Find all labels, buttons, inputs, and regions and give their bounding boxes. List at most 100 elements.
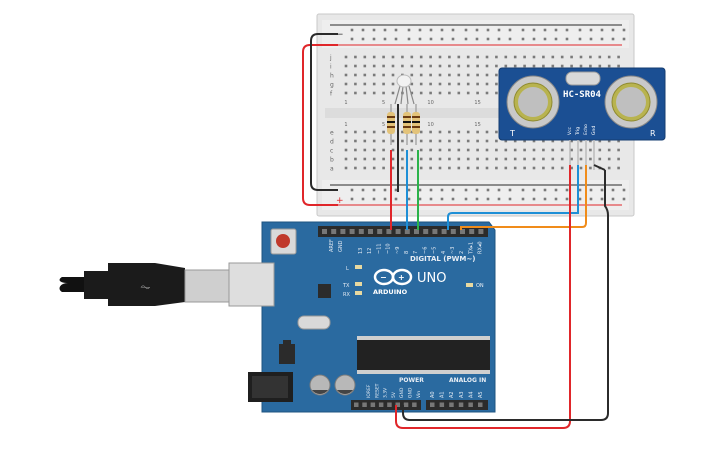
breadboard-hole[interactable] [579, 139, 583, 143]
breadboard-hole[interactable] [485, 91, 489, 95]
header-pin[interactable] [368, 229, 373, 234]
breadboard-hole[interactable] [401, 157, 404, 161]
breadboard-hole[interactable] [466, 91, 470, 95]
breadboard-hole[interactable] [570, 148, 573, 152]
breadboard-hole[interactable] [560, 166, 564, 170]
breadboard-hole[interactable] [560, 157, 564, 161]
rail-hole[interactable] [383, 188, 387, 192]
breadboard-hole[interactable] [438, 166, 442, 170]
breadboard-hole[interactable] [542, 55, 545, 59]
breadboard-hole[interactable] [410, 55, 414, 59]
breadboard-hole[interactable] [419, 82, 423, 86]
header-pin[interactable] [378, 402, 384, 408]
breadboard-hole[interactable] [401, 55, 404, 59]
breadboard-hole[interactable] [344, 130, 348, 134]
breadboard-hole[interactable] [476, 64, 479, 68]
rail-hole[interactable] [600, 188, 604, 192]
breadboard-hole[interactable] [372, 130, 376, 134]
breadboard-hole[interactable] [589, 166, 592, 170]
breadboard-hole[interactable] [466, 166, 470, 170]
breadboard-hole[interactable] [617, 148, 620, 152]
breadboard-hole[interactable] [589, 157, 592, 161]
breadboard-hole[interactable] [401, 64, 404, 68]
rail-hole[interactable] [565, 188, 569, 192]
rail-hole[interactable] [497, 28, 501, 32]
breadboard-hole[interactable] [542, 64, 545, 68]
rail-hole[interactable] [418, 28, 422, 32]
breadboard-hole[interactable] [457, 73, 461, 77]
breadboard-hole[interactable] [354, 139, 357, 143]
breadboard-hole[interactable] [607, 139, 611, 143]
rail-hole[interactable] [611, 37, 615, 41]
resistor-1[interactable] [387, 104, 395, 145]
breadboard-hole[interactable] [419, 166, 423, 170]
rail-hole[interactable] [429, 197, 433, 201]
header-pin[interactable] [395, 402, 401, 408]
header-pin[interactable] [414, 229, 419, 234]
breadboard-hole[interactable] [495, 82, 498, 86]
header-pin[interactable] [322, 229, 327, 234]
rail-hole[interactable] [589, 197, 593, 201]
breadboard-hole[interactable] [457, 166, 461, 170]
rail-hole[interactable] [464, 28, 468, 32]
rail-hole[interactable] [372, 197, 376, 201]
rail-hole[interactable] [589, 28, 593, 32]
rail-hole[interactable] [429, 28, 433, 32]
rail-hole[interactable] [532, 28, 536, 32]
breadboard-hole[interactable] [448, 166, 451, 170]
breadboard-hole[interactable] [363, 64, 367, 68]
breadboard-hole[interactable] [485, 166, 489, 170]
rail-hole[interactable] [497, 37, 501, 41]
rail-hole[interactable] [383, 28, 387, 32]
rail-hole[interactable] [554, 188, 558, 192]
breadboard-hole[interactable] [485, 148, 489, 152]
breadboard-hole[interactable] [372, 166, 376, 170]
header-pin[interactable] [460, 229, 465, 234]
breadboard-hole[interactable] [476, 139, 479, 143]
breadboard-hole[interactable] [382, 166, 385, 170]
breadboard-hole[interactable] [476, 55, 479, 59]
breadboard-hole[interactable] [429, 130, 432, 134]
breadboard-hole[interactable] [523, 166, 526, 170]
breadboard-hole[interactable] [448, 157, 451, 161]
breadboard-hole[interactable] [429, 64, 432, 68]
rail-hole[interactable] [372, 28, 376, 32]
breadboard-hole[interactable] [476, 91, 479, 95]
breadboard-hole[interactable] [551, 55, 555, 59]
breadboard-hole[interactable] [466, 157, 470, 161]
breadboard-hole[interactable] [363, 130, 367, 134]
breadboard-hole[interactable] [485, 73, 489, 77]
breadboard-hole[interactable] [382, 139, 385, 143]
breadboard-hole[interactable] [476, 82, 479, 86]
breadboard-hole[interactable] [372, 148, 376, 152]
breadboard-hole[interactable] [391, 73, 395, 77]
breadboard-hole[interactable] [354, 148, 357, 152]
rail-hole[interactable] [543, 188, 547, 192]
breadboard-hole[interactable] [429, 82, 432, 86]
breadboard-hole[interactable] [429, 73, 432, 77]
breadboard-hole[interactable] [382, 82, 385, 86]
header-pin[interactable] [354, 402, 359, 408]
rail-hole[interactable] [350, 197, 354, 201]
rail-hole[interactable] [440, 197, 444, 201]
breadboard-hole[interactable] [495, 64, 498, 68]
breadboard-hole[interactable] [551, 148, 555, 152]
breadboard-hole[interactable] [457, 130, 461, 134]
rail-hole[interactable] [600, 197, 604, 201]
breadboard-hole[interactable] [579, 64, 583, 68]
breadboard-hole[interactable] [344, 64, 348, 68]
breadboard-hole[interactable] [410, 64, 414, 68]
rail-hole[interactable] [475, 37, 479, 41]
breadboard-hole[interactable] [429, 91, 432, 95]
rail-hole[interactable] [394, 188, 398, 192]
breadboard-hole[interactable] [570, 166, 573, 170]
rail-hole[interactable] [486, 28, 490, 32]
breadboard-hole[interactable] [438, 157, 442, 161]
header-pin[interactable] [377, 229, 383, 234]
breadboard-hole[interactable] [429, 55, 432, 59]
breadboard-hole[interactable] [504, 64, 508, 68]
breadboard-hole[interactable] [570, 157, 573, 161]
breadboard-hole[interactable] [419, 157, 423, 161]
rail-hole[interactable] [508, 28, 512, 32]
rail-hole[interactable] [407, 37, 411, 41]
